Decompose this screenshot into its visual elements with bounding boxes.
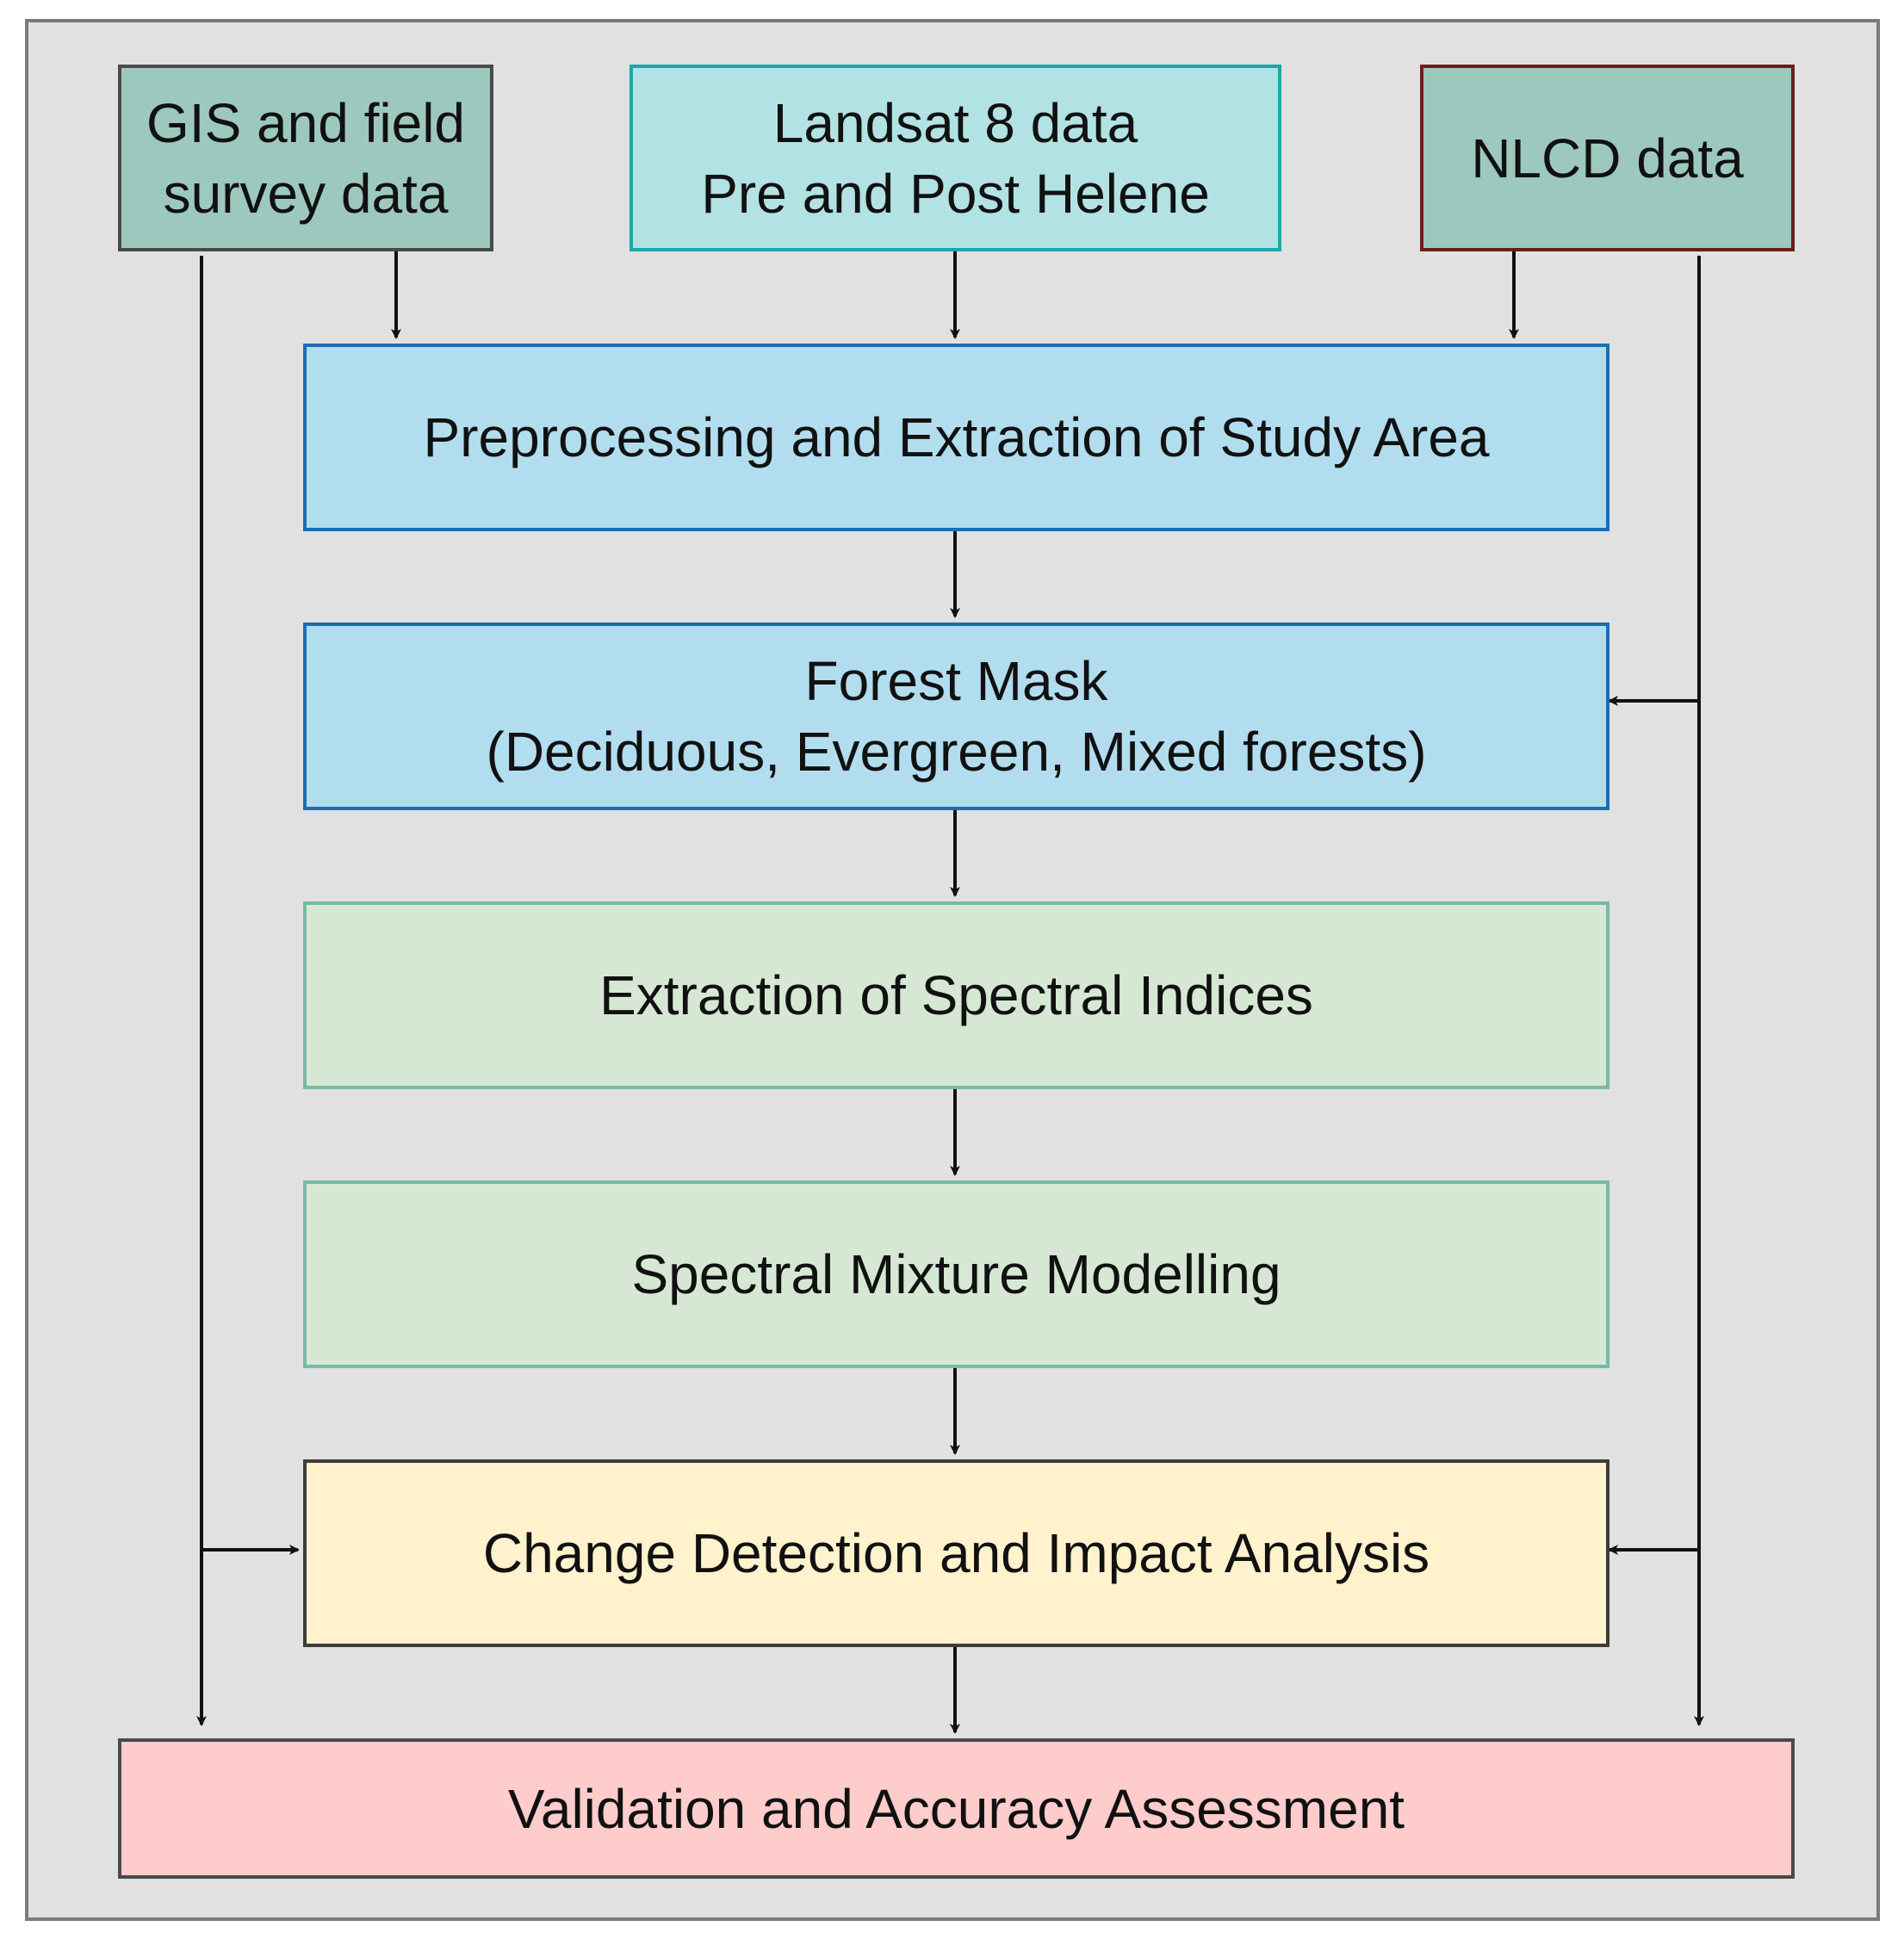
gis-box-line-1: GIS and field [146,91,465,154]
change-detection-label: Change Detection and Impact Analysis [482,1522,1430,1584]
spectral-mixture-label: Spectral Mixture Modelling [631,1243,1281,1305]
spectral-indices-box: Extraction of Spectral Indices [303,901,1609,1089]
forest-mask-box: Forest Mask (Deciduous, Evergreen, Mixed… [303,623,1609,810]
landsat-data-box: Landsat 8 data Pre and Post Helene [629,65,1281,251]
landsat-box-line-2: Pre and Post Helene [701,162,1210,225]
preprocessing-label: Preprocessing and Extraction of Study Ar… [423,406,1490,468]
validation-label: Validation and Accuracy Assessment [507,1777,1405,1840]
preprocessing-box: Preprocessing and Extraction of Study Ar… [303,344,1609,531]
spectral-mixture-box: Spectral Mixture Modelling [303,1180,1609,1368]
forest-mask-line-1: Forest Mask [804,650,1108,712]
gis-field-survey-box: GIS and field survey data [118,65,493,251]
nlcd-data-box: NLCD data [1420,65,1795,251]
change-detection-box: Change Detection and Impact Analysis [303,1459,1609,1647]
nlcd-box-label: NLCD data [1471,127,1744,189]
spectral-indices-label: Extraction of Spectral Indices [599,964,1313,1026]
validation-box: Validation and Accuracy Assessment [118,1738,1795,1879]
forest-mask-line-2: (Deciduous, Evergreen, Mixed forests) [486,721,1427,783]
gis-box-line-2: survey data [163,162,449,225]
landsat-box-line-1: Landsat 8 data [772,91,1138,154]
